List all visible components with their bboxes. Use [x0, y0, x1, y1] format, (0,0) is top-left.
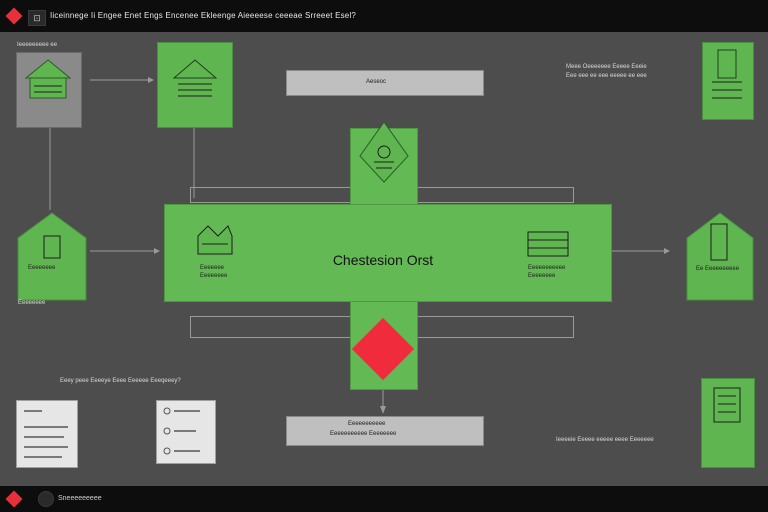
status-label: Sneeeeeeeee	[58, 495, 102, 502]
doc1-line	[24, 426, 68, 428]
middle-left-caption: Eeey peee Eeeeye Eeee Eeeeee Eeeqeeey?	[60, 378, 181, 384]
right-house-node[interactable]	[685, 212, 755, 302]
toolbar-button[interactable]: ⊡	[28, 10, 46, 26]
bottom-bar-label-1: Eeeeeeeeeee	[348, 421, 386, 427]
tower-icon	[713, 387, 741, 423]
doc1-line	[24, 410, 42, 412]
top-right-caption-2: Eee eee ee eee eeeee ee eee	[566, 73, 647, 79]
status-bar	[0, 486, 768, 512]
factory-icon	[197, 225, 233, 255]
building-icon	[172, 59, 218, 97]
center-left-label-2: Eeeeeeee	[200, 273, 228, 279]
left-house-node[interactable]	[16, 212, 88, 302]
left-house-label: Eeeeeeee	[28, 265, 56, 271]
top-bar-label: Aeseoc	[366, 79, 387, 85]
bottom-bar-label-2: Eeeeeeeeeee Eeeeeeee	[330, 431, 397, 437]
center-left-label-1: Eeeeeee	[200, 265, 225, 271]
doc2-line	[174, 450, 200, 452]
center-title: Chestesion Orst	[332, 252, 434, 268]
title-bar	[0, 0, 768, 32]
doc1-line	[24, 436, 64, 438]
left-caption: Eeeeeeee	[18, 300, 46, 306]
window-title: Iiceinnege Ii Engee Enet Engs Encenee Ek…	[50, 11, 357, 20]
doc1-line	[24, 456, 62, 458]
top-left-node-caption: Ieeeeeeeee ee	[17, 42, 58, 48]
top-diamond-icon	[359, 121, 409, 183]
center-right-label-2: Eeeeeeee	[528, 273, 556, 279]
doc2-line	[174, 410, 200, 412]
top-green-node[interactable]	[157, 42, 233, 128]
bottom-bar-node[interactable]	[286, 416, 484, 446]
center-right-label-1: Eeeeeeeeeee	[528, 265, 566, 271]
doc1-line	[24, 446, 68, 448]
top-bar-node[interactable]	[286, 70, 484, 96]
bottom-right-caption: Ieeeeie Eeeee eeeee eeee Eeeeeee	[556, 437, 654, 443]
warehouse-icon	[527, 231, 569, 257]
status-circle-icon[interactable]	[38, 491, 54, 507]
right-house-label: Ee Eeeeeeeeee	[696, 266, 740, 272]
house-icon	[24, 59, 72, 99]
top-right-caption-1: Meee Oeeeeeee Eeeee Eeeie	[566, 64, 647, 70]
checkbox-icons	[163, 407, 171, 455]
doc2-line	[174, 430, 196, 432]
tower-icon	[712, 49, 742, 99]
